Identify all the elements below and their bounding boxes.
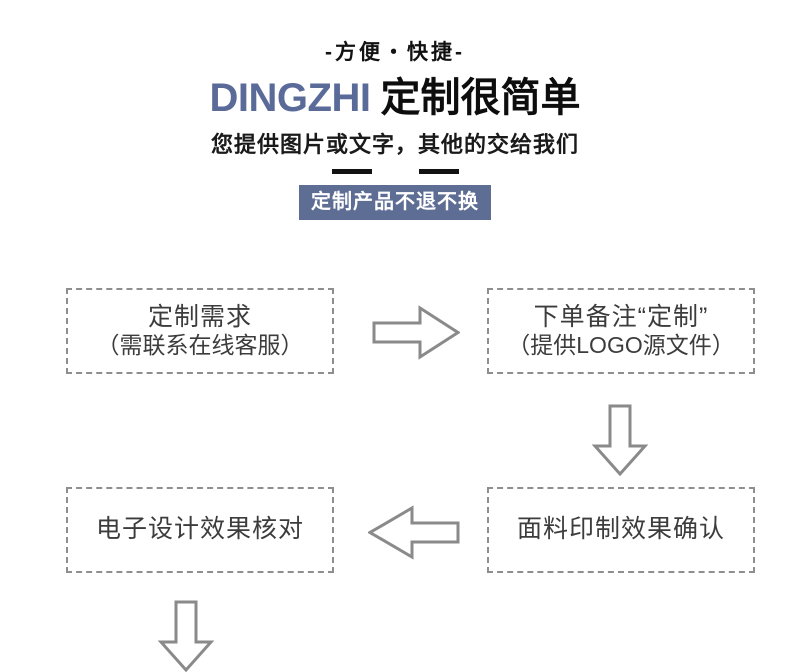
header-eyebrow: -方便・快捷-: [325, 41, 465, 64]
arrow-down-icon: [158, 600, 214, 672]
page-title-english: DINGZHI: [209, 76, 371, 120]
flow-node-fabric-confirm: 面料印制效果确认: [487, 487, 755, 573]
flow-node-custom-request: 定制需求 （需联系在线客服）: [66, 288, 334, 374]
process-flow-diagram: 定制需求 （需联系在线客服） 下单备注“定制” （提供LOGO源文件） 电子设计…: [66, 288, 755, 672]
flow-node-1-line2: （需联系在线客服）: [96, 332, 304, 359]
arrow-right-icon: [372, 305, 460, 360]
status-badge: 定制产品不退不换: [299, 185, 491, 220]
arrow-down-icon: [592, 404, 648, 476]
flow-node-2-line1: 下单备注“定制”: [533, 302, 709, 331]
dash-left-decoration: [331, 168, 372, 174]
header-subtitle: 您提供图片或文字，其他的交给我们: [210, 132, 579, 157]
badge-container: 定制产品不退不换: [0, 177, 790, 220]
decorative-dashes: [0, 156, 790, 177]
arrow-left-icon: [368, 505, 460, 560]
flow-node-3-line1: 电子设计效果核对: [95, 515, 304, 544]
flow-node-1-line1: 定制需求: [147, 302, 252, 331]
flow-node-2-line2: （提供LOGO源文件）: [507, 332, 735, 359]
dash-right-decoration: [418, 168, 459, 174]
flow-node-order-note: 下单备注“定制” （提供LOGO源文件）: [487, 288, 755, 374]
page-title-chinese: 定制很简单: [380, 76, 581, 120]
flow-node-design-check: 电子设计效果核对: [66, 487, 334, 573]
flow-node-4-line1: 面料印制效果确认: [516, 515, 725, 544]
